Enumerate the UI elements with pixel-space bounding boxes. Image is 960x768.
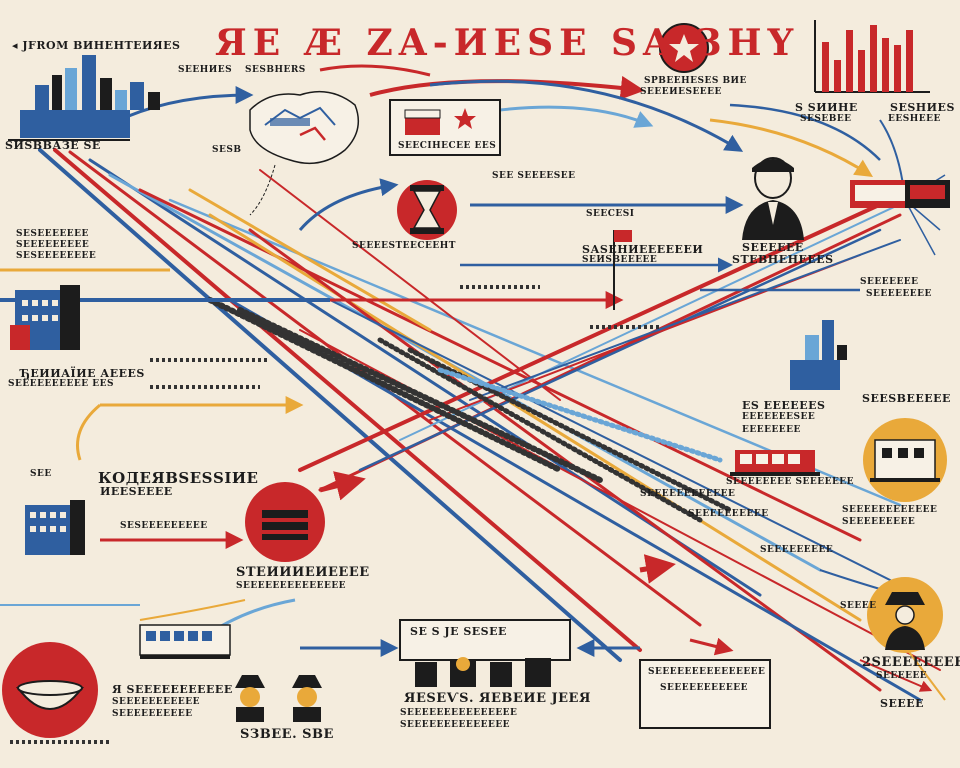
label-bottom-center-b: ЅЕЕЕЕЕЕЕЕЕЕЕЕЕЕЕ [400, 708, 518, 718]
label-dfinane: ЂЕИИАЇИЕ АЕЕЕЅ [20, 367, 145, 380]
dotted-line [460, 285, 540, 289]
label-yellow-center: ЅЕЕ ЅЕЕЕЕЅЕЕ [492, 171, 576, 181]
label-right-b2: ЕЕЅНЕЕЕ [888, 114, 941, 124]
bottom-right-panel [639, 659, 771, 729]
label-koder2: ИЕЕЅЕЕЕЕ [100, 485, 173, 498]
label-stamp: ЅТЕИИИЕИЕЕЕЕ [236, 565, 370, 580]
label-bottom-left-b: ЅЕЕЕЕЕЕЕЕЕЕЕ [112, 697, 200, 707]
label-bottom-center-box: ЅЕ Ѕ ЈЕ ЅЕЅЕЕ [410, 625, 507, 638]
train-icon [730, 450, 820, 476]
city-skyline-icon [8, 55, 160, 141]
label-stamp2: ЅЕЕЕЕЕЕЕЕЕЕЕЕЕЕ [236, 581, 347, 591]
label-bottom-center-a: ЯЕЅЕѴЅ. ЯЕВЕИЕ ЈЕЕЯ [404, 691, 591, 706]
header-sub2: ЅЕЅВНЕRЅ [245, 65, 306, 75]
label-right-a2: ЅЕЅЕВЕЕ [800, 114, 852, 124]
header-caption: ◂ ЈFROM ВИНЕНТЕИЯЕЅ [12, 39, 181, 52]
label-right-top-a: ЅРВЕЕНЕЅЕЅ ВИЕ [644, 76, 747, 86]
dotted-line [590, 325, 660, 329]
label-train-right: ЅЕЕЕЕЕЕЕЕ ЅЕЕЕЕЕЕЕ [726, 477, 855, 487]
diagonal-flow-lines [38, 148, 941, 702]
label-hourglass: ЅЕЕЕЕЅТЕЕСЕЕНТ [352, 241, 456, 251]
label-right-chinese-b: ЕЕЕЕЕЕЕЅЕЕ [742, 412, 816, 422]
label-left-mid-a: ЅЕЅЕЕЕЕЕЕЕ [16, 229, 89, 239]
label-right-a1: Ѕ ЅИИНЕ [795, 101, 858, 114]
dome-building-icon [863, 418, 947, 502]
businessman-icon [742, 157, 804, 240]
label-right-b1: ЅЕЅНИЕЅ [890, 101, 955, 114]
dotted-line [150, 385, 260, 389]
factory-icon [10, 285, 80, 350]
header-sub: ЅЕЕНИЕЅ [178, 65, 233, 75]
train-icon [850, 180, 950, 208]
small-arrows [319, 471, 734, 656]
page-title: ЯE Æ ZA-ИEЅE ЅA ЗHY [215, 22, 800, 64]
dotted-line [10, 740, 110, 744]
flag-icon [389, 99, 501, 156]
dotted-line [150, 358, 270, 362]
city-skyline-icon [790, 320, 847, 390]
factory-icon [25, 500, 85, 555]
label-bottom-center-c: ЅЕЕЕЕЕЕЕЕЕЕЕЕЕЕ [400, 720, 511, 730]
label-right-mid: ЅЕЕЕЕЕЕЕ [860, 277, 919, 287]
label-right-top-b: ЅЕЕЕИЕЅЕЕЕЕ [640, 87, 722, 97]
label-bottom-left-a: Я ЅЕЕЕЕЕЕЕЕЕЕЕ [112, 683, 233, 696]
label-right-corner: ЅЕЕЕЕЕЕЕЕЕЕЕЕ [842, 505, 938, 515]
hourglass-icon [397, 180, 457, 240]
train-icon [139, 624, 231, 659]
label-flag-box: ЅЕЕСІНЕСЕЕ ЕЕЅ [398, 141, 497, 151]
label-koder: КОДЕЯВЅЕЅЅІИЕ [98, 469, 259, 487]
bar-chart-icon [814, 20, 930, 93]
map-icon [249, 90, 360, 216]
label-center-b: ЅЕИЅВЕЕЕЕЕ [582, 255, 658, 265]
label-slant-b: ЅЕЕЕЕЕЕЕЕЕЕ [688, 509, 769, 519]
flag-icon [613, 230, 632, 310]
label-right-chinese-a: ЕЅ ЕЕЕЕЕЕЅ [742, 399, 826, 412]
label-person: ЅЕЕЕЕЕЕ [742, 241, 804, 254]
label-left-mid-c: ЅЕЅЕЕЕЕЕЕЕЕ [16, 251, 97, 261]
label-left-mid-b: ЅЕЕЕЕЕЕЕЕЕ [16, 240, 90, 250]
label-flagpole: ЅЕЕСЕЅІ [586, 209, 635, 219]
label-bottom-right-b: ЅЕЕЕЕЕЕ [876, 671, 928, 681]
label-bottom-hats: ЅЗВЕЕ. ЅВЕ [240, 727, 334, 742]
label-map: ЅЕЅВ [212, 145, 242, 155]
label-right-corner2: ЅЕЕЕЕЕЕЕЕЕ [842, 517, 916, 527]
label-bottom-right-box-a: ЅЕЕЕЕЕЕЕЕЕЕЕЕЕЕЕ [648, 667, 766, 677]
label-skyline-right: ЅЕЕЕЕ [840, 601, 877, 611]
label-bottom-right-c: ЅЕЕЕЕ [880, 697, 924, 710]
center-bottom-panel [399, 619, 571, 687]
star-badge-icon [659, 23, 709, 73]
label-koder3: ЅЕЕ [30, 469, 52, 479]
label-right-mid2: ЅЕЕЕЕЕЕЕЕ [866, 289, 932, 299]
label-factory-right: ЅЕЕЅВЕЕЕЕЕ [862, 392, 951, 405]
label-person2: ЅТЕВНЕНЕЕЕЅ [732, 253, 834, 266]
label-bottom-left-c: ЅЕЕЕЕЕЕЕЕЕЕ [112, 709, 193, 719]
officer-icon [867, 577, 943, 653]
label-bottom-right-box-b: ЅЕЕЕЕЕЕЕЕЕЕЕ [660, 683, 748, 693]
hat-person-icon [235, 675, 322, 722]
label-bottom-right-a: 2ЅЕЕЕЕЕЕЕЕЕЕЕ [862, 655, 960, 670]
label-right-chinese-c: ЕЕЕЕЕЕЕЕ [742, 425, 801, 435]
label-dfinane2: ЅЕЕЕЕЕЕЕЕЕЕ ЕЕЅ [8, 379, 114, 389]
label-slant-a: ЅЕЕЕЕЕЕЕЕЕЕЕЕ [640, 489, 736, 499]
label-slant-c: ЅЕЕЕЕЕЕЕЕЕ [760, 545, 834, 555]
label-skyline: ЅИЅВВАЗЕ ЅЕ [5, 139, 101, 152]
bowl-icon [245, 482, 325, 562]
label-dome: ЅЕЅЕЕЕЕЕЕЕЕЕ [120, 521, 208, 531]
bowl-icon [2, 642, 98, 738]
label-center-a: ЅАЅЕНИЕЕЕЕЕЕИ [582, 243, 704, 256]
